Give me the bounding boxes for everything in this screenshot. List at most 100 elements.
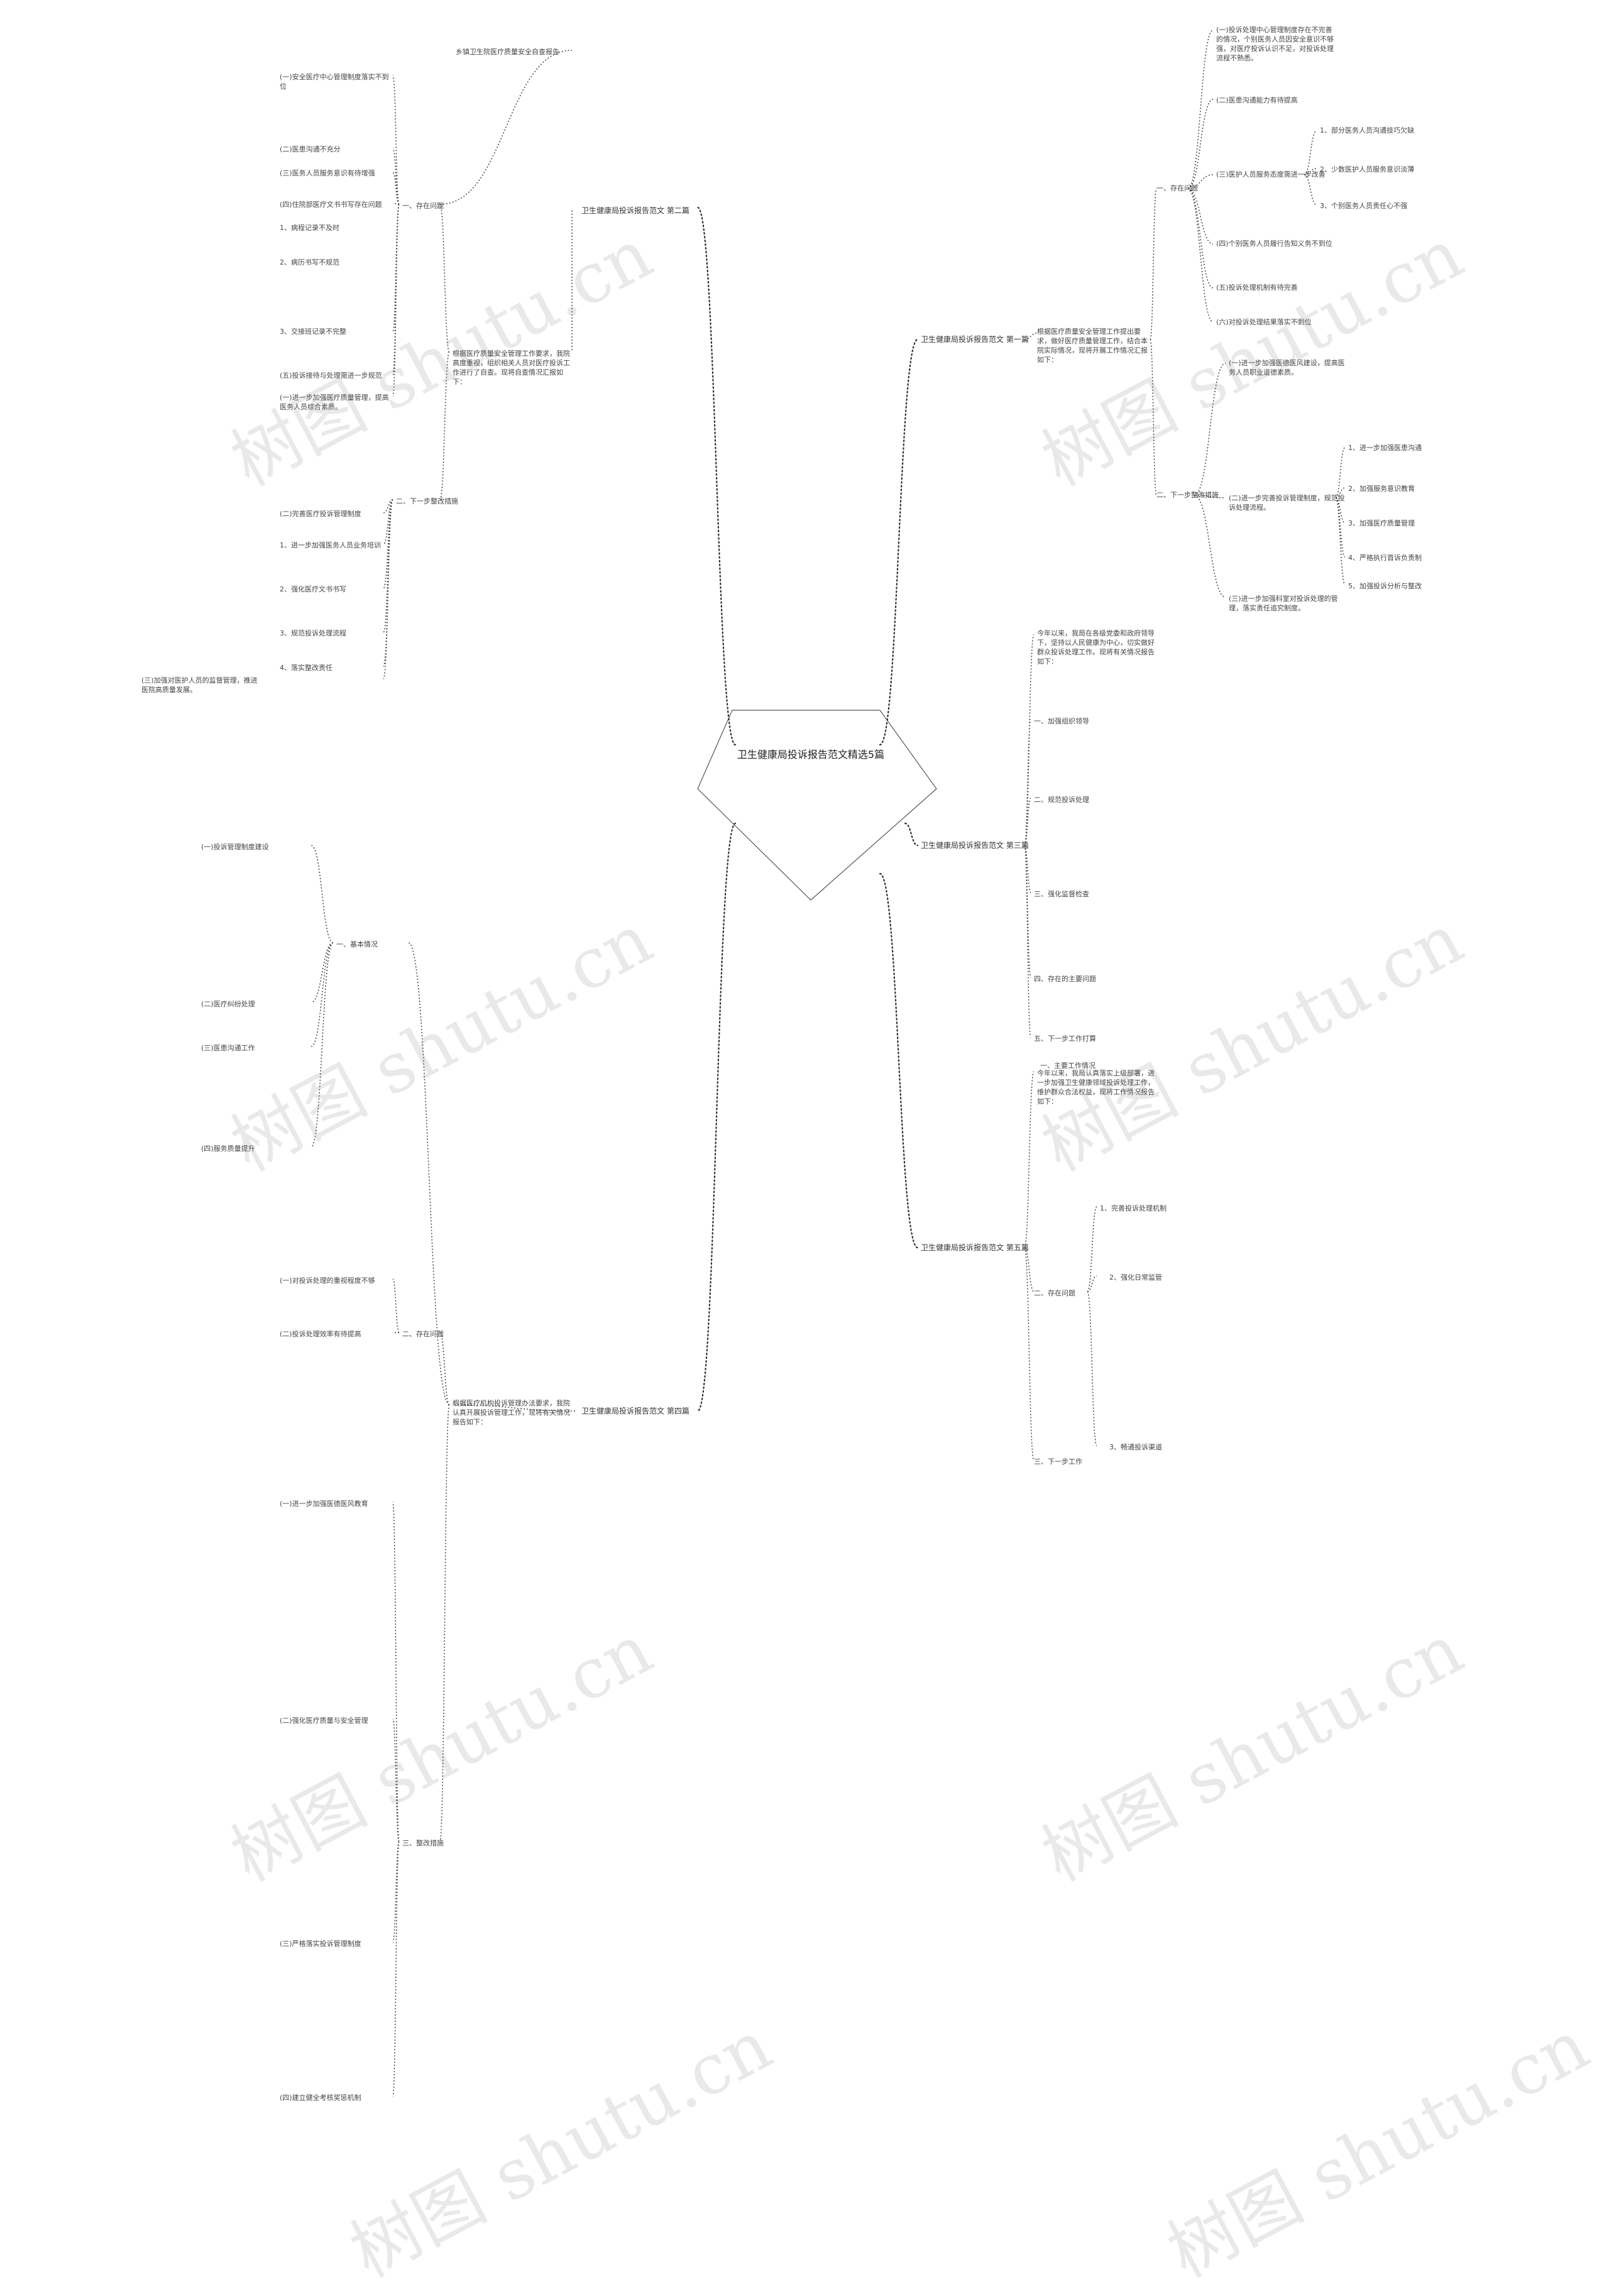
b1-link-sec2 [1150,339,1157,496]
b1-item-16: 5、加强投诉分析与整改 [1348,582,1422,590]
b1-item-9: (六)对投诉处理结果落实不到位 [1216,318,1312,326]
b1-item-14: 3、加强医疗质量管理 [1348,519,1415,527]
branch-title-4[interactable]: 卫生健康局投诉报告范文 第四篇 [581,1407,689,1415]
b5-link-sec2 [1024,1247,1035,1292]
b4-item-4: (四)服务质量提升 [201,1145,255,1153]
b2-item-10: (二)完善医疗投诉管理制度 [280,510,361,518]
b1-item-5: 2、少数医护人员服务意识淡薄 [1320,165,1414,173]
b1-link-sub [1335,487,1346,498]
b3-item-3[interactable]: 三、强化监督检查 [1034,890,1089,898]
b2-sec2[interactable]: 二、下一步整改措施 [396,497,458,505]
b2-link-item [392,75,400,205]
branch-title-3[interactable]: 卫生健康局投诉报告范文 第三篇 [921,841,1029,850]
b2-top: 乡镇卫生院医疗质量安全自查报告 [456,48,559,56]
root-title[interactable]: 卫生健康局投诉报告范文精选5篇 [737,749,885,761]
b2-item-9: (一)进一步加强医疗质量管理，提高医务人员综合素质。 [280,393,389,411]
b1-link-sub [1304,130,1317,175]
b2-item-4: (四)住院部医疗文书书写存在问题 [280,200,382,209]
b4-sec1[interactable]: 一、基本情况 [336,940,378,948]
b1-link-sec1 [1150,188,1157,340]
b4-link-sec3 [439,1404,450,1842]
b5-item-3[interactable]: 3、畅通投诉渠道 [1109,1443,1162,1451]
b4-link-item [310,942,334,1047]
b1-item-10: (一)进一步加强医德医风建设，提高医务人员职业道德素质。 [1229,359,1345,376]
b1-item-6: 3、个别医务人员责任心不强 [1320,202,1407,210]
b5-link-intro [1024,1071,1035,1248]
b1-item-3: (三)医护人员服务态度需进一步改善 [1216,170,1326,179]
b1-item-17: (三)进一步加强科室对投诉处理的管理，落实责任追究制度。 [1229,595,1338,612]
b1-link-sub [1335,447,1346,498]
b5-sec1[interactable]: 一、主要工作情况 [1040,1062,1096,1070]
b2-item-5: 1、病程记录不及时 [280,224,339,232]
branch-title-5[interactable]: 卫生健康局投诉报告范文 第五篇 [921,1243,1029,1252]
connector-lines [310,30,1346,2097]
b2-item-6: 2、病历书写不规范 [280,258,339,266]
link-branch-2 [696,206,737,746]
b4-item-5: (一)对投诉处理的重视程度不够 [280,1277,375,1285]
link-branch-1 [879,338,919,746]
b2-item-3: (三)医务人员服务意识有待增强 [280,169,375,177]
b2-link-item [392,204,400,397]
b4-link-step [392,1841,400,2097]
b1-link-item [1187,188,1214,288]
branch-title-2[interactable]: 卫生健康局投诉报告范文 第二篇 [581,206,689,215]
b2-link-step [383,499,393,633]
b3-link-item [1024,719,1031,846]
b2-item-7: 3、交接班记录不完整 [280,327,346,336]
b1-link-intro [1024,332,1038,340]
b4-item-2: (二)医疗纠纷处理 [201,1000,255,1008]
b1-item-1: (一)投诉处理中心管理制度存在不完善的情况，个别医务人员因安全意识不够强，对医疗… [1216,26,1334,62]
b5-item-2[interactable]: 2、强化日常监管 [1109,1273,1162,1282]
b4-item-3: (三)医患沟通工作 [201,1044,255,1052]
b5-link-item [1087,1206,1097,1292]
b4-link-item [310,942,334,1003]
b3-link-item [1024,845,1031,1038]
b1-link-step [1194,495,1226,498]
b1-link-sub [1304,168,1317,175]
b3-item-1[interactable]: 一、加强组织领导 [1034,717,1089,725]
b1-link-sub [1335,497,1346,585]
b3-item-5[interactable]: 五、下一步工作打算 [1034,1035,1096,1043]
b3-item-4[interactable]: 四、存在的主要问题 [1034,975,1096,983]
b4-link-step [392,1841,400,1943]
b4-link-item [310,845,334,943]
b2-link-step [383,499,393,545]
b5-sec2[interactable]: 二、存在问题 [1034,1289,1075,1297]
b5-link-item [1087,1275,1097,1292]
b2-item-12: 2、强化医疗文书书写 [280,585,346,593]
b3-intro: 今年以来，我局在各级党委和政府领导下，坚持以人民健康为中心，切实做好群众投诉处理… [1037,629,1155,666]
b2-link-step [383,499,393,679]
b1-sec2[interactable]: 二、下一步整改措施 [1156,491,1219,499]
b4-sec2[interactable]: 二、存在问题 [402,1330,444,1338]
b1-link-sub [1304,174,1317,206]
b1-link-step [1194,495,1226,598]
b5-item-1[interactable]: 1、完善投诉处理机制 [1100,1204,1167,1212]
b2-item-1: (一)安全医疗中心管理制度落实不到位 [280,73,389,91]
b4-link-item [310,942,334,1148]
b2-item-13: 3、规范投诉处理流程 [280,629,346,637]
b2-sec1[interactable]: 一、存在问题 [402,202,444,210]
b4-link-intro [452,1404,576,1412]
b4-link-sec1 [408,942,450,1405]
b2-link-sec1 [439,204,450,353]
b1-link-item [1187,188,1214,244]
b3-item-2[interactable]: 二、规范投诉处理 [1034,796,1089,804]
b1-sec1[interactable]: 一、存在问题 [1156,184,1198,192]
b4-item-8: (二)强化医疗质量与安全管理 [280,1717,368,1725]
b1-item-7: (四)个别医务人员履行告知义务不到位 [1216,239,1332,248]
b1-item-2: (二)医患沟通能力有待提高 [1216,96,1298,104]
b2-link-item [392,172,400,205]
b4-sec3[interactable]: 三、整改措施 [402,1839,444,1847]
b4-intro: 根据医疗机构投诉管理办法要求，我院认真开展投诉管理工作，现将有关情况报告如下： [453,1399,570,1426]
b2-link-item [392,148,400,205]
branch-title-1[interactable]: 卫生健康局投诉报告范文 第一篇 [921,335,1029,344]
link-branch-3 [904,822,919,847]
b2-item-15: (三)加强对医护人员的监督管理，推进医院高质量发展。 [141,676,258,694]
b4-item-9: (三)严格落实投诉管理制度 [280,1940,361,1948]
b5-sec3[interactable]: 三、下一步工作 [1034,1458,1082,1466]
b5-link-item [1087,1291,1097,1446]
b4-link-step [392,1502,400,1842]
b1-item-15: 4、严格执行首诉负责制 [1348,554,1422,562]
b1-link-item [1187,99,1214,189]
b2-item-11: 1、进一步加强医务人员业务培训 [280,541,381,549]
